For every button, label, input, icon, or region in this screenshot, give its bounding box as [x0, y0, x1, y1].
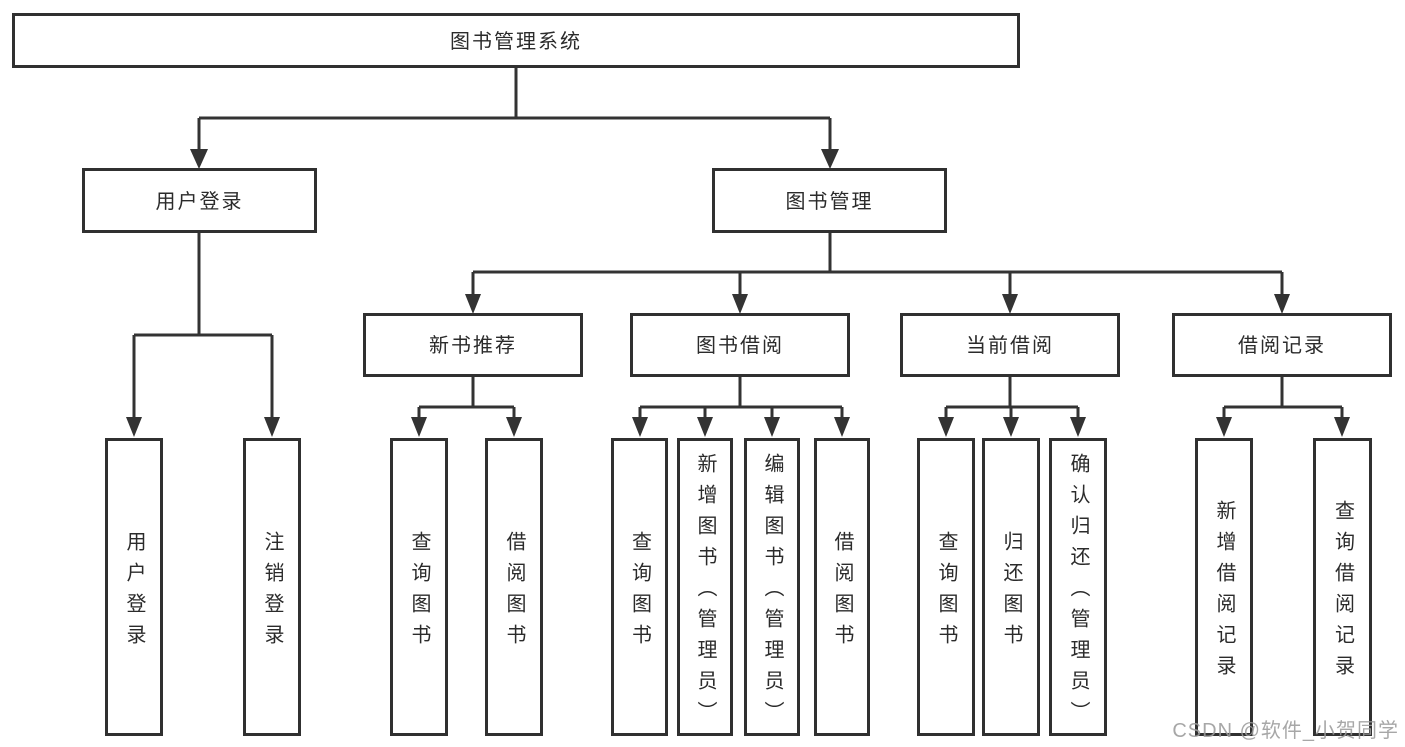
node-leaf-edit-books-admin: 编辑图书（管理员） — [744, 438, 800, 736]
node-leaf-borrow-books: 借阅图书 — [814, 438, 870, 736]
node-leaf-query-borrow-record: 查询借阅记录 — [1313, 438, 1372, 736]
node-label: 查询图书 — [935, 530, 957, 655]
connector-book-borrowing-children — [632, 377, 850, 437]
node-book-borrowing: 图书借阅 — [630, 313, 850, 377]
node-label: 借阅图书 — [831, 530, 853, 655]
node-leaf-query-books-recommend: 查询图书 — [390, 438, 448, 736]
node-label: 确认归还（管理员） — [1067, 453, 1089, 732]
connector-root-to-level2 — [190, 68, 839, 169]
node-leaf-query-books-current: 查询图书 — [917, 438, 975, 736]
node-label: 图书管理系统 — [450, 30, 582, 53]
node-label: 编辑图书（管理员） — [761, 453, 783, 732]
watermark: CSDN @软件_小贺同学 — [1172, 720, 1399, 742]
node-label: 新书推荐 — [429, 335, 517, 357]
node-book-management: 图书管理 — [712, 168, 947, 233]
node-label: 当前借阅 — [966, 335, 1054, 357]
connector-current-borrowing-children — [938, 377, 1086, 437]
node-label: 查询借阅记录 — [1331, 499, 1354, 686]
node-user-login: 用户登录 — [82, 168, 317, 233]
node-leaf-add-borrow-record: 新增借阅记录 — [1195, 438, 1253, 736]
node-label: 用户登录 — [123, 530, 145, 655]
node-label: 图书借阅 — [696, 335, 784, 357]
node-label: 查询图书 — [408, 530, 430, 655]
connector-borrowing-records-children — [1216, 377, 1350, 437]
node-label: 用户登录 — [155, 190, 244, 213]
node-label: 注销登录 — [261, 530, 283, 655]
node-leaf-return-books: 归还图书 — [982, 438, 1040, 736]
node-label: 借阅图书 — [503, 530, 525, 655]
node-current-borrowing: 当前借阅 — [900, 313, 1120, 377]
node-leaf-query-books-borrowing: 查询图书 — [611, 438, 668, 736]
node-borrowing-records: 借阅记录 — [1172, 313, 1392, 377]
node-leaf-borrow-books-recommend: 借阅图书 — [485, 438, 543, 736]
node-leaf-add-books-admin: 新增图书（管理员） — [677, 438, 733, 736]
node-leaf-user-login: 用户登录 — [105, 438, 163, 736]
node-label: 查询图书 — [628, 530, 651, 655]
node-label: 新增借阅记录 — [1213, 499, 1235, 686]
connector-user-login-children — [126, 233, 280, 437]
node-label: 新增图书（管理员） — [694, 453, 716, 732]
node-label: 图书管理 — [785, 190, 874, 213]
node-label: 归还图书 — [1000, 530, 1022, 655]
node-leaf-confirm-return-admin: 确认归还（管理员） — [1049, 438, 1107, 736]
node-label: 借阅记录 — [1238, 335, 1326, 357]
node-library-management-system: 图书管理系统 — [12, 13, 1020, 68]
connector-book-management-children — [465, 233, 1290, 314]
connector-new-book-recommend-children — [411, 377, 522, 437]
node-leaf-logout: 注销登录 — [243, 438, 301, 736]
node-new-book-recommend: 新书推荐 — [363, 313, 583, 377]
